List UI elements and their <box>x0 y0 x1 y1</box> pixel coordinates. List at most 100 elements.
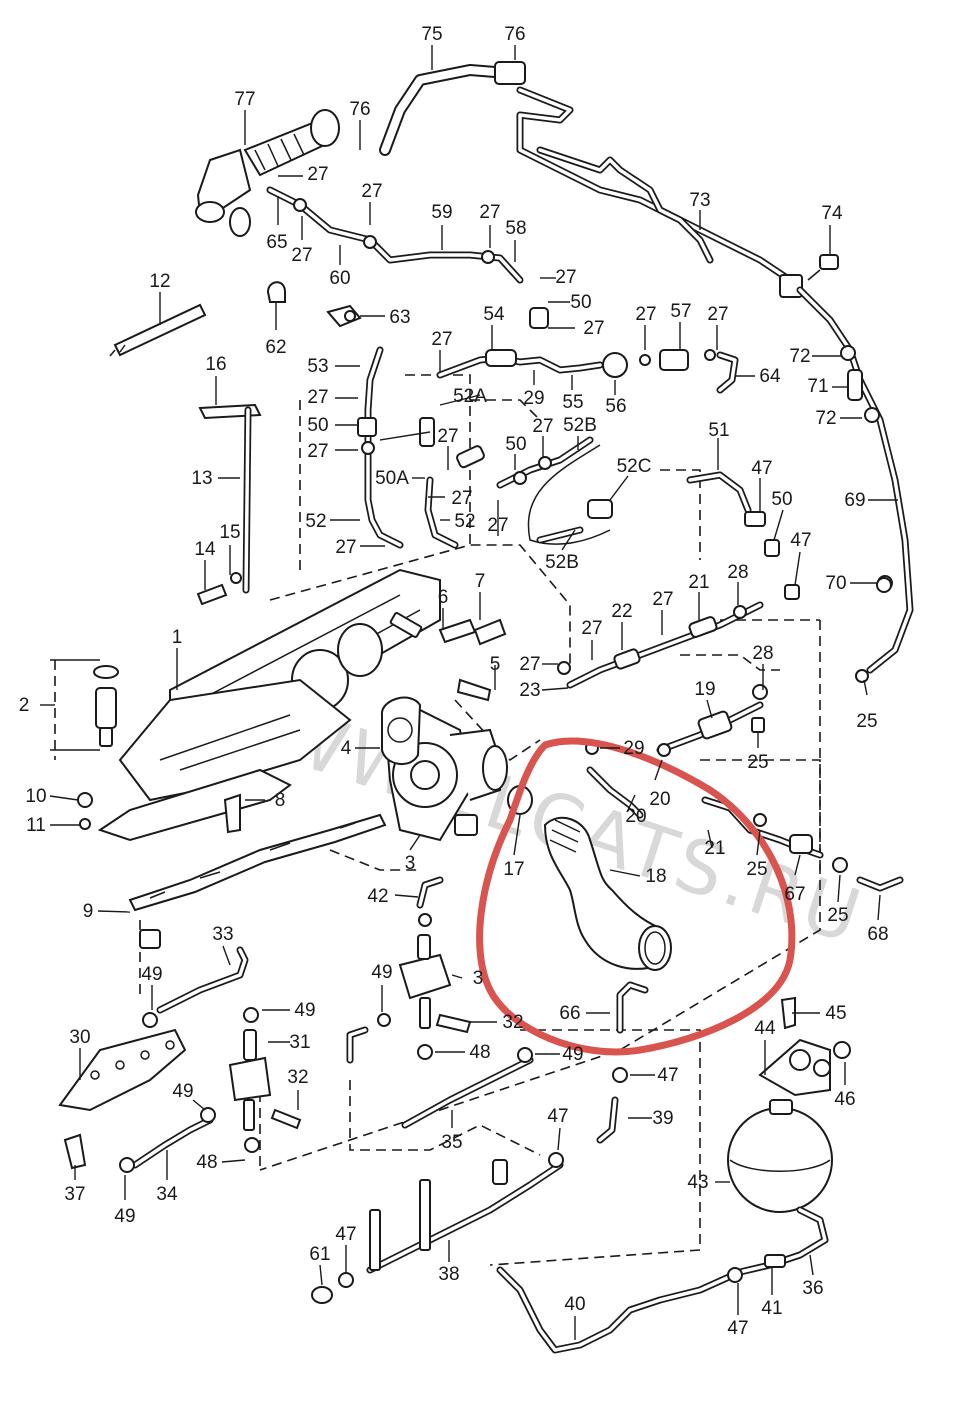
callout-label: 6 <box>438 587 449 608</box>
callout-label: 50 <box>505 434 526 455</box>
injector-2 <box>50 659 119 751</box>
pipe-36-40-41 <box>496 1206 829 1354</box>
screws-6-7 <box>438 618 507 646</box>
callout-label: 22 <box>611 601 632 622</box>
callout-label: 11 <box>26 815 46 836</box>
callout-label: 49 <box>562 1044 583 1065</box>
callout-label: 73 <box>689 190 710 211</box>
callout-label: 27 <box>581 618 602 639</box>
callout-label: 47 <box>790 530 811 551</box>
bolt-32b <box>270 1108 302 1130</box>
screws-10-11 <box>77 792 93 830</box>
callout-label: 10 <box>25 786 46 807</box>
callout-label: 12 <box>149 271 170 292</box>
callout-label: 21 <box>688 572 709 593</box>
callout-label: 32 <box>287 1067 308 1088</box>
screw-37 <box>63 1133 87 1170</box>
callout-label: 37 <box>64 1184 85 1205</box>
callout-label: 16 <box>205 354 226 375</box>
callout-label: 52B <box>563 415 597 436</box>
callout-label: 74 <box>821 203 843 224</box>
callout-label: 49 <box>172 1081 193 1102</box>
callout-label: 21 <box>704 838 725 859</box>
callout-label: 14 <box>194 539 216 560</box>
callout-label: 27 <box>652 589 673 610</box>
callout-label: 54 <box>483 304 505 325</box>
callout-label: 18 <box>645 866 666 887</box>
callout-label: 29 <box>523 388 544 409</box>
callout-label: 27 <box>335 537 356 558</box>
callout-label: 25 <box>827 905 848 926</box>
callout-label: 59 <box>431 202 452 223</box>
callout-label: 50 <box>307 415 328 436</box>
callout-label: 50 <box>771 489 792 510</box>
callout-label: 5 <box>490 654 501 675</box>
callout-label: 43 <box>687 1172 708 1193</box>
bracket-30 <box>58 1028 187 1112</box>
callout-label: 27 <box>451 488 472 509</box>
callout-label: 27 <box>291 245 312 266</box>
callout-label: 50A <box>375 468 409 489</box>
callout-label: 72 <box>815 408 836 429</box>
callout-label: 28 <box>727 562 748 583</box>
callout-label: 44 <box>754 1018 776 1039</box>
callout-label: 30 <box>69 1027 90 1048</box>
callout-label: 7 <box>475 571 486 592</box>
callout-label: 71 <box>807 376 828 397</box>
callout-label: 25 <box>746 859 767 880</box>
callout-label: 27 <box>361 181 382 202</box>
callout-label: 28 <box>752 643 773 664</box>
callout-label: 27 <box>307 441 328 462</box>
callout-label: 25 <box>856 711 877 732</box>
callout-label: 52 <box>305 511 326 532</box>
callout-labels: 75 76 77 76 27 27 65 27 59 27 58 60 73 7… <box>19 24 889 1339</box>
callout-label: 42 <box>367 886 388 907</box>
callout-label: 55 <box>562 392 583 413</box>
callout-label: 51 <box>708 420 729 441</box>
callout-label: 70 <box>825 573 846 594</box>
reservoir-43 <box>727 1099 833 1213</box>
pipe-21-25-67 <box>701 796 848 873</box>
cap-61 <box>311 1272 354 1304</box>
callout-label: 47 <box>727 1318 748 1339</box>
callout-label: 27 <box>307 164 328 185</box>
rod-13-16 <box>196 403 262 606</box>
vacuum-hose-59-60 <box>266 186 524 284</box>
callout-label: 40 <box>564 1294 585 1315</box>
clip-62 <box>266 281 286 303</box>
highlight-circle <box>476 737 796 1056</box>
callout-label: 48 <box>196 1152 217 1173</box>
callout-label: 41 <box>761 1298 782 1319</box>
callout-label: 38 <box>438 1264 459 1285</box>
hose-68 <box>855 669 904 892</box>
callout-label: 56 <box>605 396 626 417</box>
bracket-44-46 <box>758 996 851 1097</box>
callout-label: 9 <box>83 901 94 922</box>
hose-34 <box>119 1107 216 1173</box>
intake-bellows-77 <box>195 109 340 237</box>
callout-label: 50 <box>570 292 591 313</box>
clip-63 <box>326 304 362 328</box>
callout-label: 29 <box>623 738 644 759</box>
connector-54-55 <box>436 307 739 394</box>
callout-label: 27 <box>487 515 508 536</box>
callout-label: 27 <box>583 318 604 339</box>
callout-label: 47 <box>547 1106 568 1127</box>
callout-label: 52B <box>545 552 579 573</box>
gasket-9 <box>128 813 387 949</box>
callout-label: 58 <box>505 218 526 239</box>
bolt-5-8 <box>223 678 492 834</box>
callout-label: 69 <box>844 490 865 511</box>
callout-label: 3 <box>405 853 416 874</box>
callout-label: 17 <box>503 859 524 880</box>
hose-42 <box>416 876 444 927</box>
fitting-39-47 <box>596 1067 628 1144</box>
callout-label: 76 <box>504 24 525 45</box>
hose-66 <box>616 981 649 1034</box>
callout-label: 76 <box>349 99 370 120</box>
callout-label: 48 <box>469 1042 490 1063</box>
callout-label: 32 <box>502 1012 523 1033</box>
callout-label: 27 <box>479 202 500 223</box>
callout-label: 47 <box>657 1065 678 1086</box>
